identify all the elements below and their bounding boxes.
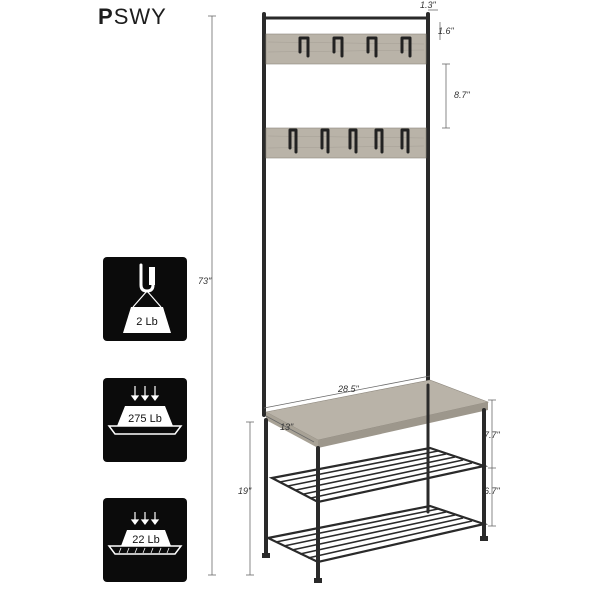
width-dim-label: 28.5" [337,384,360,394]
coat-hook-icon [288,128,298,154]
shelf-upper-gap-label: 7.7" [484,430,501,440]
width-dim-line [263,375,431,409]
upper-shoe-shelf [268,446,489,504]
brand-logo-text: SWY [113,4,167,29]
top-bar-dim-label: 1.3" [420,0,437,10]
depth-dim-label: 13" [280,422,294,432]
panel-gap-dim-label: 1.6" [438,26,455,36]
bench-seat-edge [318,402,488,448]
hook-capacity-label: 2 Lb [136,316,157,328]
hook-capacity-icon: 2 Lb [123,263,171,333]
down-arrows-icon [130,386,160,401]
shelf-capacity-tile: 22 Lb [103,498,187,582]
brand-logo-letter: P [98,4,114,29]
coat-hook-icon [298,36,310,58]
shelf-lower-gap-label: 6.7" [484,486,501,496]
coat-hook-icon [400,36,412,58]
coat-hook-icon [400,128,410,154]
coat-hook-icon [320,128,330,154]
upper-hook-panel [265,33,427,65]
bench-capacity-tile: 275 Lb [103,378,187,462]
coat-hook-icon [332,36,344,58]
shelf-capacity-label: 22 Lb [132,534,160,546]
bench-height-dim-label: 19" [238,486,252,496]
coat-hook-icon [366,36,378,58]
total-height-label: 73" [198,276,212,286]
brand-logo: PSWY [98,4,167,30]
hook-capacity-tile: 2 Lb [103,257,187,341]
upper-hooks [298,36,412,58]
bench-capacity-icon: 275 Lb [107,386,183,435]
shelf-capacity-icon: 22 Lb [107,512,183,555]
lower-hook-panel [265,127,427,159]
coat-hook-icon [348,128,358,154]
lower-shoe-shelf [264,504,489,564]
coat-hook-icon [374,128,384,154]
lower-hooks [288,128,410,154]
panel-spacing-dim-label: 8.7" [454,90,471,100]
down-arrows-icon [130,512,160,525]
bench-capacity-label: 275 Lb [128,413,162,425]
